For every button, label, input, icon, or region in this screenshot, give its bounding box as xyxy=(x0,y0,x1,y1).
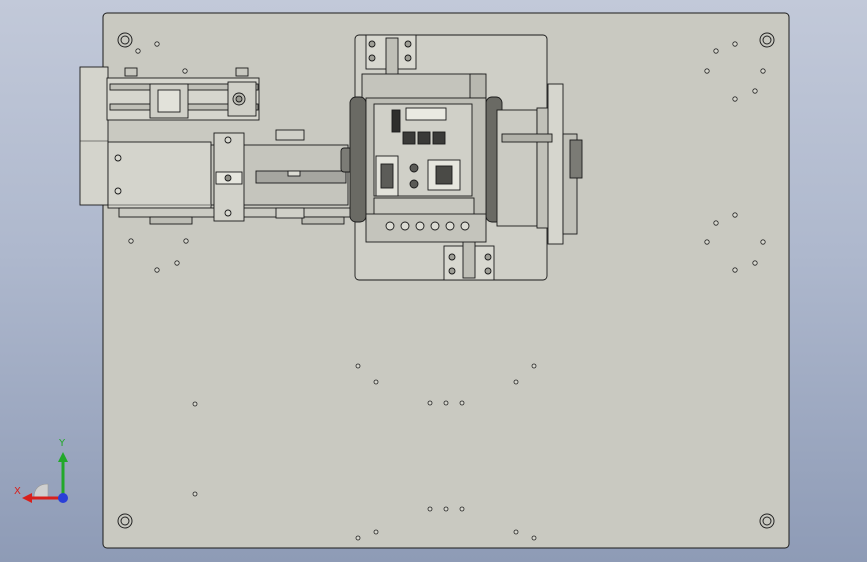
linear-actuator-top xyxy=(79,66,260,206)
axis-label-x: X xyxy=(14,486,21,497)
axis-label-y: Y xyxy=(59,438,66,449)
linear-actuator-main xyxy=(107,129,356,225)
right-motor xyxy=(496,83,583,245)
coordinate-triad: Y X xyxy=(14,438,74,510)
axis-triad-icon xyxy=(22,452,68,503)
small-holes xyxy=(128,41,766,541)
center-fixture xyxy=(349,34,548,281)
detail-lines xyxy=(80,140,210,206)
corner-holes xyxy=(117,32,775,529)
